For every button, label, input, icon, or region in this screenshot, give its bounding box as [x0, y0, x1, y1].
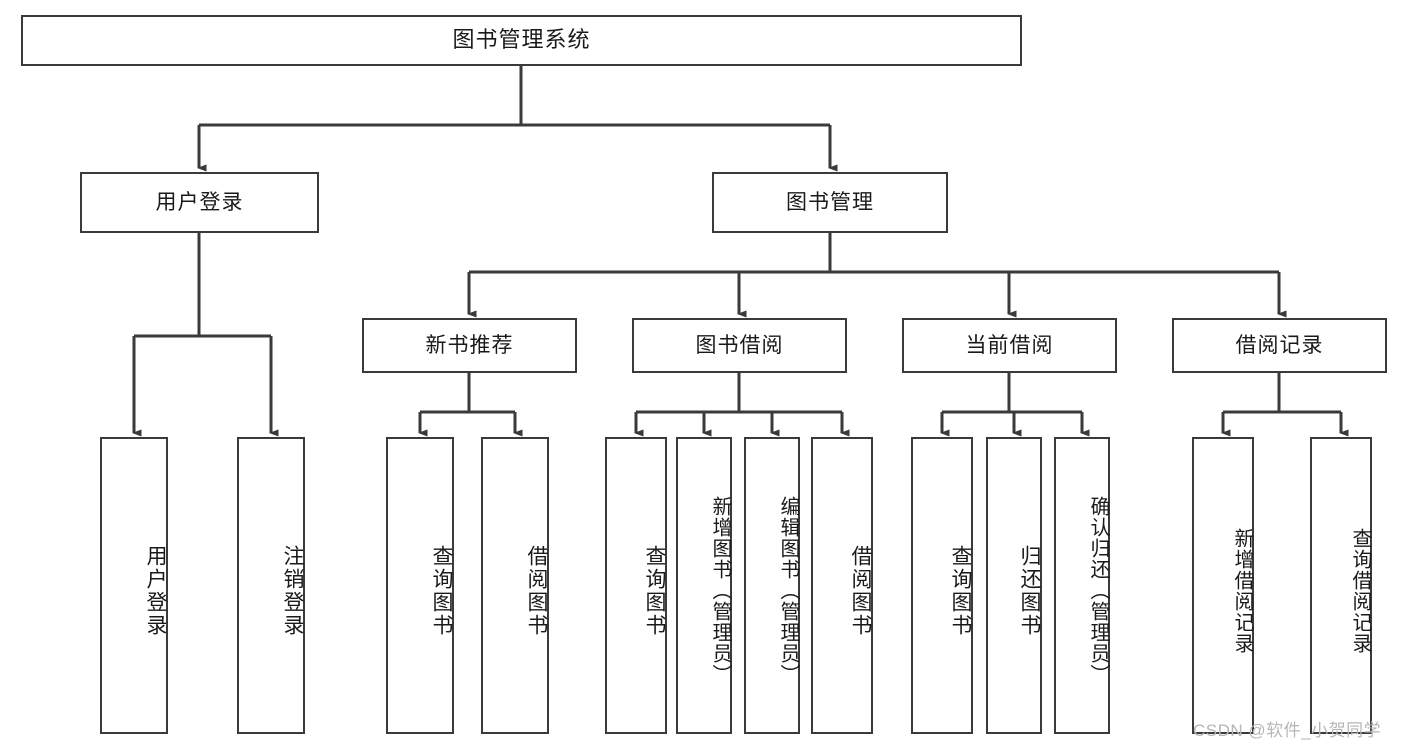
leaf-query-book-recommend[interactable]: 查询图书 — [386, 437, 454, 734]
leaf-add-book-admin[interactable]: 新增图书（管理员） — [676, 437, 732, 734]
leaf-user-login[interactable]: 用户登录 — [100, 437, 168, 734]
node-current-borrow[interactable]: 当前借阅 — [902, 318, 1117, 373]
leaf-query-book-borrow[interactable]: 查询图书 — [605, 437, 667, 734]
leaf-logout[interactable]: 注销登录 — [237, 437, 305, 734]
node-user-login[interactable]: 用户登录 — [80, 172, 319, 233]
csdn-watermark: CSDN @软件_小贺同学 — [1193, 721, 1382, 740]
node-borrow-record[interactable]: 借阅记录 — [1172, 318, 1387, 373]
leaf-query-borrow-record[interactable]: 查询借阅记录 — [1310, 437, 1372, 734]
leaf-add-borrow-record[interactable]: 新增借阅记录 — [1192, 437, 1254, 734]
leaf-borrow-book-recommend[interactable]: 借阅图书 — [481, 437, 549, 734]
node-root[interactable]: 图书管理系统 — [21, 15, 1022, 66]
node-book-borrow[interactable]: 图书借阅 — [632, 318, 847, 373]
leaf-edit-book-admin[interactable]: 编辑图书（管理员） — [744, 437, 800, 734]
leaf-borrow-book[interactable]: 借阅图书 — [811, 437, 873, 734]
node-new-book-recommend[interactable]: 新书推荐 — [362, 318, 577, 373]
leaf-confirm-return-admin[interactable]: 确认归还（管理员） — [1054, 437, 1110, 734]
leaf-return-book[interactable]: 归还图书 — [986, 437, 1042, 734]
leaf-query-book-current[interactable]: 查询图书 — [911, 437, 973, 734]
node-book-manage[interactable]: 图书管理 — [712, 172, 948, 233]
